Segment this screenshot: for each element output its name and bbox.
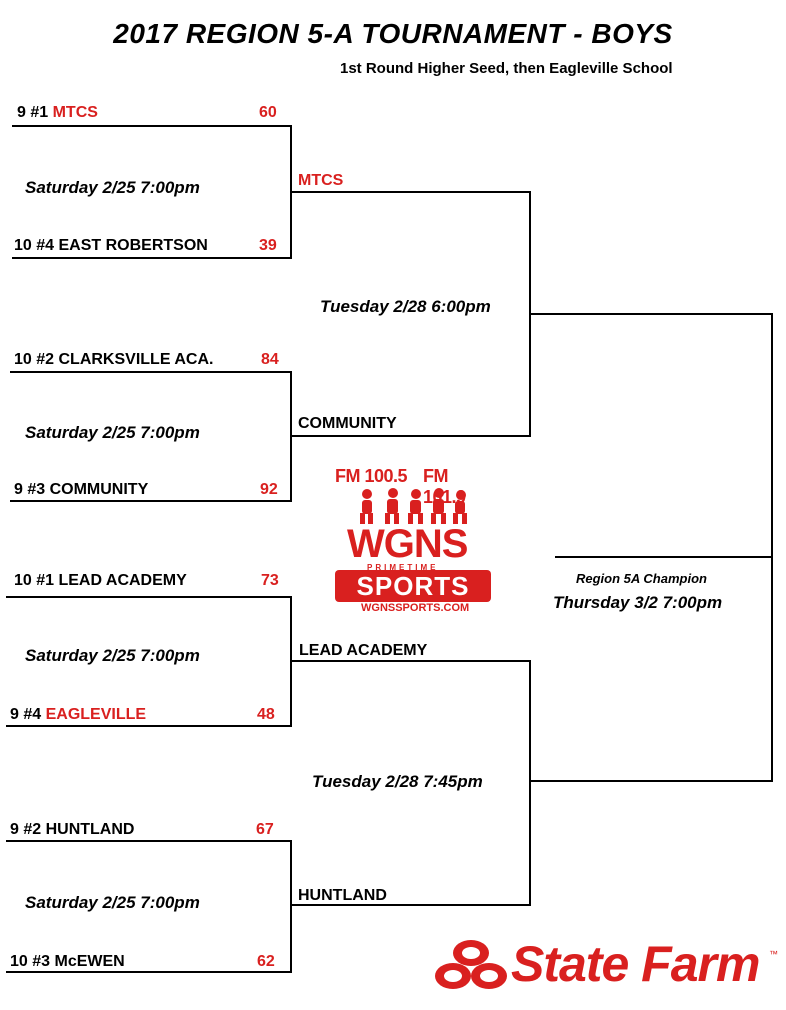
bracket-line — [292, 191, 531, 193]
bracket-line — [6, 971, 292, 973]
game-date: Saturday 2/25 7:00pm — [25, 423, 200, 442]
team-entry-5: 10 #1 LEAD ACADEMY — [14, 572, 187, 590]
game-date: Tuesday 2/28 6:00pm — [320, 297, 491, 316]
bracket-line — [6, 840, 292, 842]
seed-label: 10 #4 — [14, 237, 59, 254]
seed-label: 10 #2 — [14, 351, 59, 368]
bracket-line — [529, 191, 531, 437]
logo-tagline: PRIMETIME — [367, 563, 439, 572]
players-silhouette-icon — [360, 488, 467, 524]
team-score: 84 — [261, 351, 279, 368]
seed-label: 10 #3 — [10, 953, 55, 970]
team-name: CLARKSVILLE ACA. — [58, 351, 214, 368]
team-entry-2: 10 #4 EAST ROBERTSON — [14, 237, 208, 255]
team-score: 62 — [257, 953, 275, 970]
bracket-line — [531, 780, 773, 782]
team-score: 92 — [260, 481, 278, 498]
team-name: HUNTLAND — [45, 821, 135, 838]
bracket-line — [10, 371, 292, 373]
logo-sports-text: SPORTS — [356, 571, 470, 601]
page-title: 2017 REGION 5-A TOURNAMENT - BOYS — [113, 18, 673, 49]
logo-frequency: FM 100.5 — [335, 466, 408, 486]
champion-label: Region 5A Champion — [576, 571, 707, 586]
round2-team: MTCS — [298, 172, 344, 189]
state-farm-logo: State Farm ™ — [435, 935, 785, 995]
team-name: McEWEN — [54, 953, 125, 970]
team-entry-6: 9 #4 EAGLEVILLE — [10, 706, 146, 724]
round2-team: HUNTLAND — [298, 887, 387, 904]
bracket-line — [531, 313, 773, 315]
seed-label: 9 #4 — [10, 706, 46, 723]
seed-label: 9 #3 — [14, 481, 50, 498]
bracket-line — [10, 500, 292, 502]
team-entry-7: 9 #2 HUNTLAND — [10, 821, 134, 839]
seed-label: 9 #1 — [17, 104, 53, 121]
logo-url: WGNSSPORTS.COM — [361, 602, 470, 614]
team-entry-3: 10 #2 CLARKSVILLE ACA. — [14, 351, 213, 369]
bracket-line — [290, 596, 292, 727]
final-date: Thursday 3/2 7:00pm — [553, 593, 723, 612]
wgns-sports-logo: FM 100.5 FM 101.9 WGNS PRIMETIME SPORTS … — [333, 466, 493, 616]
game-date: Tuesday 2/28 7:45pm — [312, 772, 483, 791]
trademark-mark: ™ — [769, 949, 778, 959]
team-score: 73 — [261, 572, 279, 589]
team-score: 48 — [257, 706, 275, 723]
team-name: EAST ROBERTSON — [58, 237, 208, 254]
bracket-line — [529, 660, 531, 906]
game-date: Saturday 2/25 7:00pm — [25, 893, 200, 912]
bracket-line — [290, 840, 292, 973]
game-date: Saturday 2/25 7:00pm — [25, 646, 200, 665]
team-score: 39 — [259, 237, 277, 254]
team-entry-1: 9 #1 MTCS — [17, 104, 98, 122]
team-score: 60 — [259, 104, 277, 121]
bracket-line — [6, 596, 292, 598]
seed-label: 10 #1 — [14, 572, 59, 589]
team-name: MTCS — [52, 104, 98, 121]
state-farm-wordmark: State Farm — [511, 936, 760, 992]
champion-line — [555, 556, 773, 558]
team-entry-4: 9 #3 COMMUNITY — [14, 481, 148, 499]
page-subtitle: 1st Round Higher Seed, then Eagleville S… — [340, 60, 673, 77]
team-entry-8: 10 #3 McEWEN — [10, 953, 125, 971]
seed-label: 9 #2 — [10, 821, 46, 838]
logo-sports-banner: SPORTS — [335, 570, 491, 602]
logo-wordmark: WGNS — [347, 522, 468, 566]
bracket-line — [6, 725, 292, 727]
bracket-line — [292, 660, 531, 662]
game-date: Saturday 2/25 7:00pm — [25, 178, 200, 197]
bracket-line — [290, 371, 292, 502]
bracket-line — [292, 904, 531, 906]
state-farm-ovals-icon — [435, 940, 507, 989]
team-score: 67 — [256, 821, 274, 838]
bracket-line — [292, 435, 531, 437]
team-name: EAGLEVILLE — [45, 706, 147, 723]
team-name: LEAD ACADEMY — [58, 572, 187, 589]
team-name: COMMUNITY — [49, 481, 149, 498]
bracket-line — [12, 125, 292, 127]
round2-team: LEAD ACADEMY — [299, 642, 428, 659]
bracket-line — [771, 313, 773, 782]
bracket-line — [12, 257, 292, 259]
bracket-line — [290, 125, 292, 259]
round2-team: COMMUNITY — [298, 415, 397, 432]
